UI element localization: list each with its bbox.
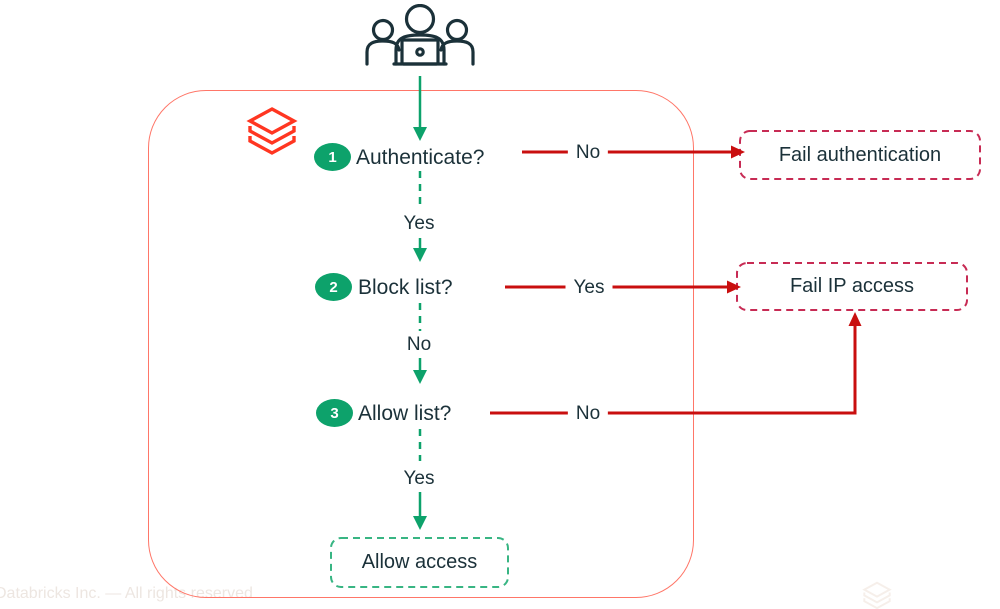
edge-label-step2-no: No <box>398 333 440 357</box>
allow-access-box <box>330 537 509 588</box>
edge-label-step3-no: No <box>567 402 609 426</box>
step-label-authenticate: Authenticate? <box>356 146 485 169</box>
outcome-allow-access: Allow access <box>361 551 478 573</box>
step-number: 1 <box>328 148 337 166</box>
databricks-watermark-icon <box>862 581 892 609</box>
step-label-allow-list: Allow list? <box>358 402 452 425</box>
step-label-block-list: Block list? <box>358 276 453 299</box>
red-branch-arrows <box>490 145 862 415</box>
edge-label-step1-no: No <box>567 141 609 165</box>
outcome-fail-authentication: Fail authentication <box>778 143 942 166</box>
databricks-logo-icon <box>246 106 298 163</box>
step-number: 2 <box>329 278 338 296</box>
outcome-fail-ip-access: Fail IP access <box>789 275 915 297</box>
green-flow-arrows <box>413 76 427 530</box>
step-badge-3: 3 <box>316 399 353 427</box>
edge-label-step3-yes: Yes <box>395 467 443 491</box>
edge-label-step2-yes: Yes <box>565 276 613 300</box>
fail-authentication-box <box>739 130 981 180</box>
step-number: 3 <box>330 404 339 422</box>
step-badge-2: 2 <box>315 273 352 301</box>
edge-label-step1-yes: Yes <box>395 212 443 236</box>
users-laptop-icon <box>358 3 482 73</box>
step-badge-1: 1 <box>314 143 351 171</box>
